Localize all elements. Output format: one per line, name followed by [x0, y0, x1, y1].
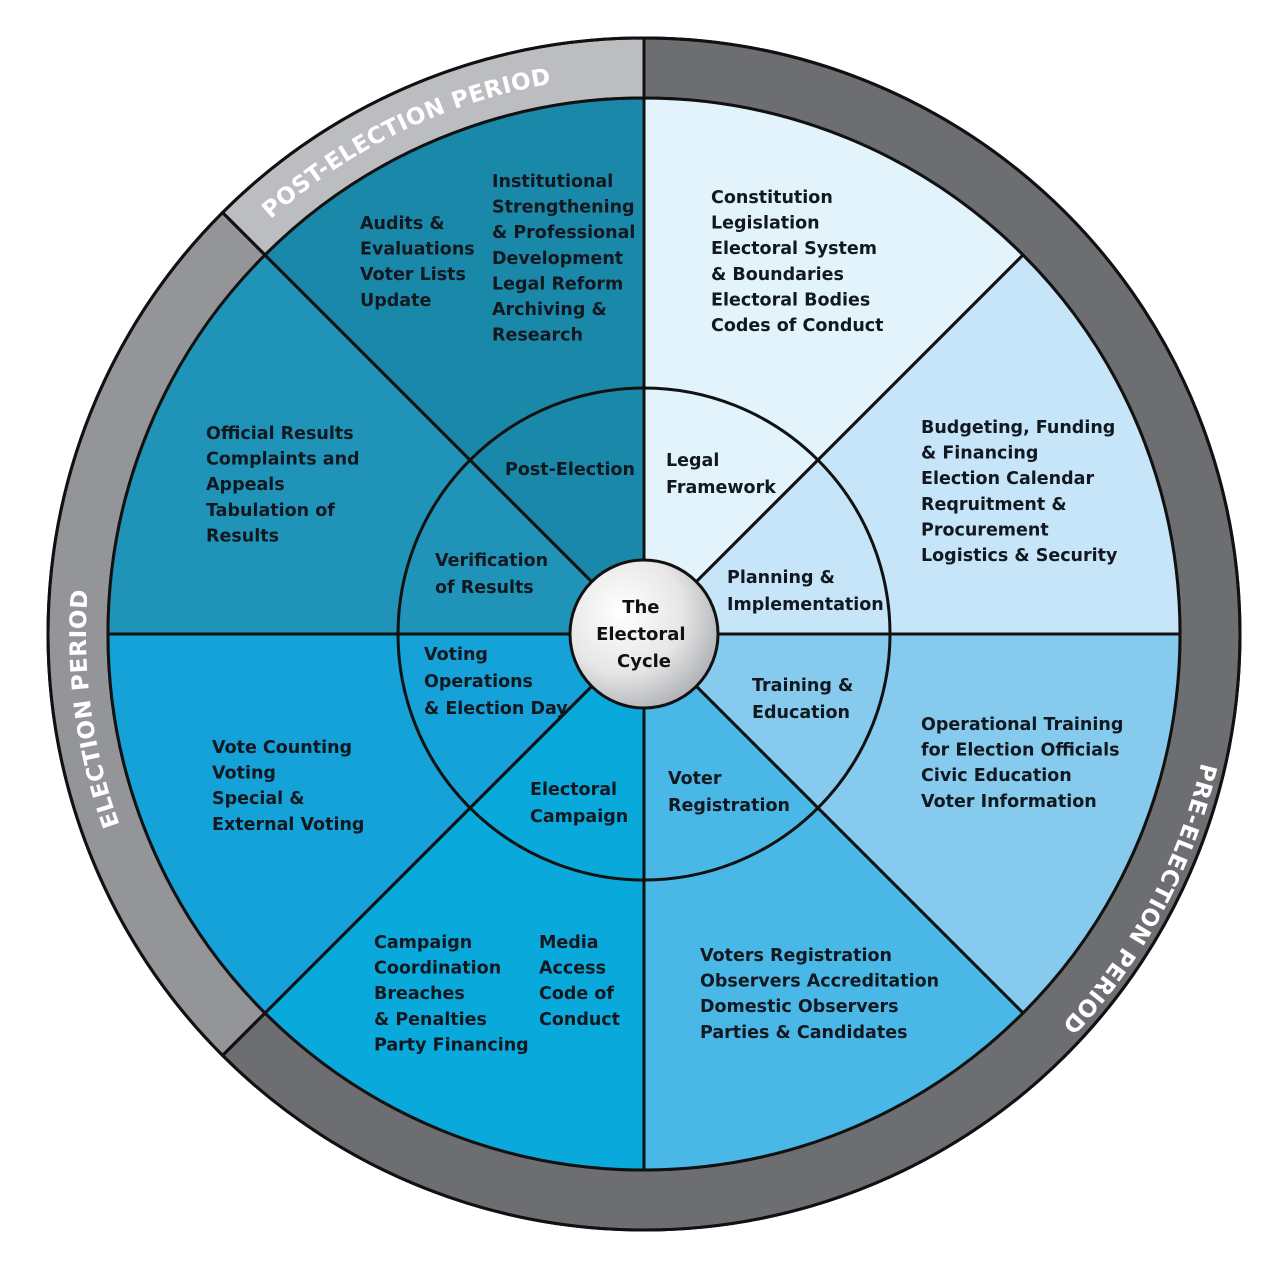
sector-planning-implementation	[640, 252, 1182, 636]
activity-item: Domestic Observers	[700, 997, 899, 1017]
activity-item: Research	[492, 326, 583, 346]
activity-item: Code of	[539, 984, 614, 1004]
activity-item: Operational Training	[921, 715, 1123, 735]
activity-item: Institutional	[492, 172, 613, 192]
sector-voting-operations	[106, 632, 648, 1016]
activity-item: Special &	[212, 789, 305, 809]
activity-list: Vote Counting Voting Special & External …	[212, 738, 364, 835]
activity-list-column-2: Media Access Code of Conduct	[539, 933, 620, 1030]
activity-item: Media	[539, 933, 599, 953]
activities-training-education: Operational Training for Election Offici…	[921, 715, 1129, 812]
phase-label-voter-registration: Voter Registration	[668, 769, 790, 816]
activity-item: Audits &	[360, 214, 445, 234]
activity-item: Results	[206, 526, 279, 546]
activity-item: & Professional	[492, 223, 635, 243]
activity-item: Breaches	[374, 984, 465, 1004]
phase-label-post-election: Post-Election	[505, 460, 635, 480]
activity-item: Access	[539, 959, 606, 979]
activities-legal-framework: Constitution Legislation Electoral Syste…	[711, 188, 884, 336]
activity-item: Parties & Candidates	[700, 1023, 908, 1043]
activity-item: Complaints and	[206, 450, 360, 470]
phase-sectors	[106, 96, 1182, 1172]
activity-item: Civic Education	[921, 766, 1072, 786]
activities-verification-results: Official Results Complaints and Appeals …	[206, 424, 366, 546]
activity-list: Constitution Legislation Electoral Syste…	[711, 188, 884, 336]
activity-item: Conduct	[539, 1010, 620, 1030]
activities-electoral-campaign: Campaign Coordination Breaches & Penalti…	[374, 933, 620, 1055]
activity-item: Electoral System	[711, 239, 877, 259]
activity-item: Tabulation of	[206, 501, 335, 521]
activity-item: Legislation	[711, 214, 820, 234]
center-hub: The Electoral Cycle	[568, 558, 720, 710]
activity-item: Voter Information	[921, 792, 1097, 812]
activity-list-column-1: Audits & Evaluations Voter Lists Update	[360, 214, 481, 311]
activity-item: Electoral Bodies	[711, 290, 870, 310]
phase-label-planning-implementation: Planning & Implementation	[727, 568, 884, 615]
activity-item: Update	[360, 291, 431, 311]
inner-phase-circle	[396, 386, 892, 882]
activities-voter-registration: Voters Registration Observers Accreditat…	[700, 946, 945, 1043]
activity-item: Reqruitment &	[921, 495, 1067, 515]
activity-item: Official Results	[206, 424, 354, 444]
diagram-structure	[46, 36, 1242, 1232]
activity-item: Voting	[212, 764, 276, 784]
activity-item: Legal Reform	[492, 274, 623, 294]
sector-training-education	[640, 632, 1182, 1016]
activities-planning-implementation: Budgeting, Funding & Financing Election …	[921, 418, 1121, 566]
activity-item: Budgeting, Funding	[921, 418, 1115, 438]
activity-item: & Boundaries	[711, 265, 844, 285]
sector-post-election	[262, 96, 646, 638]
center-circle	[568, 558, 720, 710]
activity-item: Party Financing	[374, 1035, 529, 1055]
activity-item: Constitution	[711, 188, 833, 208]
sector-legal-framework	[642, 96, 1026, 638]
activity-item: Vote Counting	[212, 738, 352, 758]
phase-label-electoral-campaign: Electoral Campaign	[530, 780, 628, 827]
activity-item: Development	[492, 249, 623, 269]
activity-item: Observers Accreditation	[700, 972, 939, 992]
activities-voting-operations: Vote Counting Voting Special & External …	[212, 738, 364, 835]
center-title: The Electoral Cycle	[596, 597, 692, 672]
phase-label-voting-operations: Voting Operations & Election Day	[424, 645, 568, 719]
sector-electoral-campaign	[262, 630, 646, 1172]
activity-item: & Penalties	[374, 1010, 487, 1030]
outer-border	[46, 36, 1242, 1232]
activities-post-election: Audits & Evaluations Voter Lists Update …	[360, 172, 642, 346]
activity-item: Voters Registration	[700, 946, 892, 966]
activity-item: Codes of Conduct	[711, 316, 884, 336]
phase-label-legal-framework: Legal Framework	[666, 451, 776, 498]
phase-label-training-education: Training & Education	[752, 676, 859, 723]
activity-item: for Election Officials	[921, 741, 1119, 761]
period-divider-line	[221, 1011, 267, 1057]
activity-item: Logistics & Security	[921, 546, 1118, 566]
activity-item: Election Calendar	[921, 469, 1094, 489]
activity-item: Campaign	[374, 933, 472, 953]
period-divider-line	[221, 211, 267, 257]
activity-item: Procurement	[921, 520, 1049, 540]
sector-verification-results	[106, 252, 648, 636]
activity-list: Budgeting, Funding & Financing Election …	[921, 418, 1121, 566]
activity-list: Voters Registration Observers Accreditat…	[700, 946, 945, 1043]
activity-item: Strengthening	[492, 198, 635, 218]
activity-item: Voter Lists	[360, 265, 466, 285]
activity-item: Archiving &	[492, 300, 607, 320]
phase-label-verification-results: Verification of Results	[435, 551, 554, 598]
activity-item: External Voting	[212, 815, 364, 835]
activity-list-column-1: Campaign Coordination Breaches & Penalti…	[374, 933, 529, 1055]
activity-list-column-2: Institutional Strengthening & Profession…	[492, 172, 642, 346]
activity-item: Coordination	[374, 959, 501, 979]
activity-item: Appeals	[206, 475, 285, 495]
activity-list: Official Results Complaints and Appeals …	[206, 424, 366, 546]
activity-list: Operational Training for Election Offici…	[921, 715, 1129, 812]
activity-item: & Financing	[921, 444, 1038, 464]
sector-voter-registration	[642, 630, 1026, 1172]
activity-item: Evaluations	[360, 240, 475, 260]
